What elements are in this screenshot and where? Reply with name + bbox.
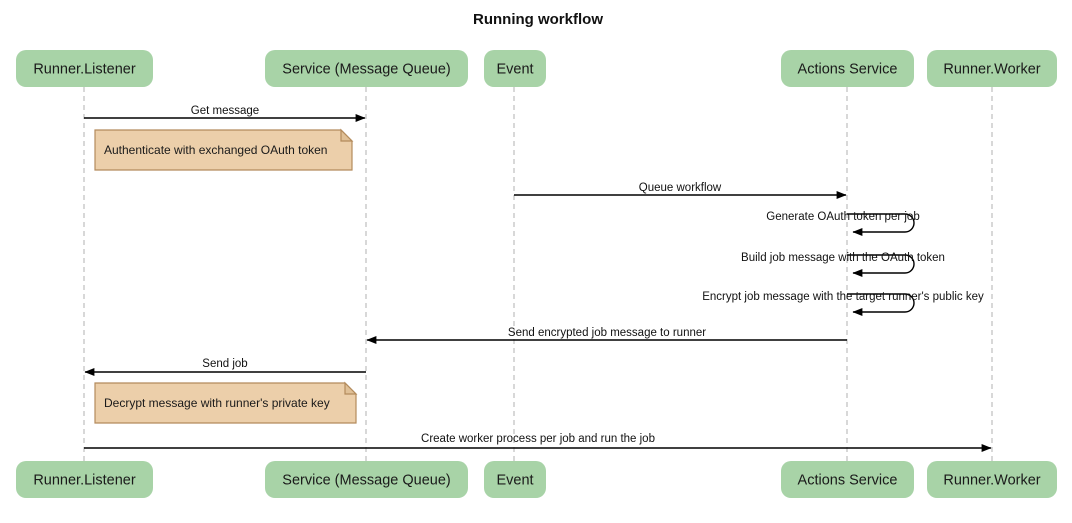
message-send-job[interactable]: Send job — [84, 358, 366, 376]
participant-label: Service (Message Queue) — [282, 472, 450, 488]
notes: Authenticate with exchanged OAuth tokenD… — [94, 128, 358, 424]
message-label: Send job — [202, 358, 247, 370]
participant-box — [484, 50, 546, 87]
note-decrypt-message-with-runners-private-key: Decrypt message with runner's private ke… — [94, 381, 358, 424]
participant-runner-listener-bottom[interactable]: Runner.Listener — [16, 461, 153, 498]
message-label: Create worker process per job and run th… — [421, 433, 655, 445]
participant-label: Runner.Worker — [943, 61, 1040, 77]
message-send-encrypted-job-message-to-runner[interactable]: Send encrypted job message to runner — [366, 327, 847, 344]
message-queue-workflow[interactable]: Queue workflow — [514, 182, 847, 199]
self-message-path — [847, 254, 915, 277]
message-generate-oauth-token-per-job[interactable]: Generate OAuth token per job — [766, 211, 920, 236]
message-build-job-message-with-the-oauth-token[interactable]: Build job message with the OAuth token — [741, 252, 945, 277]
note-fold-corner-icon — [344, 381, 358, 395]
participant-label: Event — [496, 61, 533, 77]
note-label: Decrypt message with runner's private ke… — [104, 396, 330, 410]
participant-box — [16, 461, 153, 498]
message-label: Generate OAuth token per job — [766, 211, 919, 223]
participant-runner-worker-bottom[interactable]: Runner.Worker — [927, 461, 1057, 498]
participant-label: Service (Message Queue) — [282, 61, 450, 77]
participant-label: Actions Service — [798, 61, 898, 77]
message-label: Get message — [191, 105, 259, 117]
participant-box — [16, 50, 153, 87]
participant-service-message-queue-bottom[interactable]: Service (Message Queue) — [265, 461, 468, 498]
note-fold-corner-icon — [340, 128, 354, 142]
participant-runner-worker-top[interactable]: Runner.Worker — [927, 50, 1057, 87]
message-encrypt-job-message-with-the-target-runners-public-key[interactable]: Encrypt job message with the target runn… — [702, 291, 984, 316]
message-label: Queue workflow — [639, 182, 722, 194]
participant-label: Runner.Listener — [33, 472, 136, 488]
message-label: Send encrypted job message to runner — [508, 327, 706, 339]
note-label: Authenticate with exchanged OAuth token — [104, 143, 327, 157]
participant-runner-listener-top[interactable]: Runner.Listener — [16, 50, 153, 87]
message-get-message[interactable]: Get message — [84, 105, 366, 122]
message-create-worker-process-per-job-and-run-the-job[interactable]: Create worker process per job and run th… — [84, 433, 992, 452]
page-title: Running workflow — [473, 11, 603, 28]
participant-actions-service-top[interactable]: Actions Service — [781, 50, 914, 87]
participant-label: Actions Service — [798, 472, 898, 488]
participant-box — [927, 461, 1057, 498]
note-authenticate-with-exchanged-oauth-token: Authenticate with exchanged OAuth token — [94, 128, 354, 171]
self-message-path — [847, 213, 915, 236]
participant-box — [927, 50, 1057, 87]
message-label: Encrypt job message with the target runn… — [702, 291, 984, 303]
participant-label: Runner.Worker — [943, 472, 1040, 488]
participant-label: Runner.Listener — [33, 61, 136, 77]
note-body — [94, 129, 353, 171]
participant-service-message-queue-top[interactable]: Service (Message Queue) — [265, 50, 468, 87]
participant-box — [265, 461, 468, 498]
participant-label: Event — [496, 472, 533, 488]
note-body — [94, 382, 357, 424]
participant-box — [781, 461, 914, 498]
participant-event-bottom[interactable]: Event — [484, 461, 546, 498]
participant-box — [484, 461, 546, 498]
message-label: Build job message with the OAuth token — [741, 252, 945, 264]
participant-box — [265, 50, 468, 87]
self-message-path — [847, 293, 915, 316]
participant-event-top[interactable]: Event — [484, 50, 546, 87]
participant-actions-service-bottom[interactable]: Actions Service — [781, 461, 914, 498]
participant-box — [781, 50, 914, 87]
